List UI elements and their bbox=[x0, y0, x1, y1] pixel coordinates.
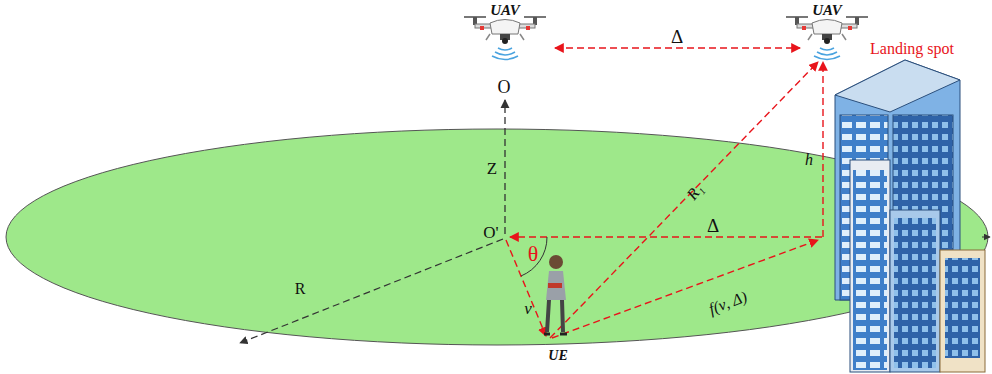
angle-label: θ bbox=[528, 243, 539, 265]
uav-label: UAV bbox=[490, 2, 520, 17]
ue-label: UE bbox=[548, 349, 567, 363]
uav-label: UAV bbox=[812, 2, 842, 17]
user-figure bbox=[544, 255, 567, 334]
distance-label: ν bbox=[524, 300, 532, 317]
distance-label: Δ bbox=[707, 216, 719, 235]
point-label: O' bbox=[483, 224, 498, 241]
point-label: O bbox=[498, 78, 511, 96]
distance-label: Δ bbox=[671, 27, 683, 46]
height-label: h bbox=[805, 152, 813, 168]
landing-spot-label: Landing spot bbox=[870, 41, 954, 57]
building bbox=[835, 60, 985, 372]
axis-label: Z bbox=[487, 160, 497, 177]
radius-label: R bbox=[295, 281, 306, 297]
